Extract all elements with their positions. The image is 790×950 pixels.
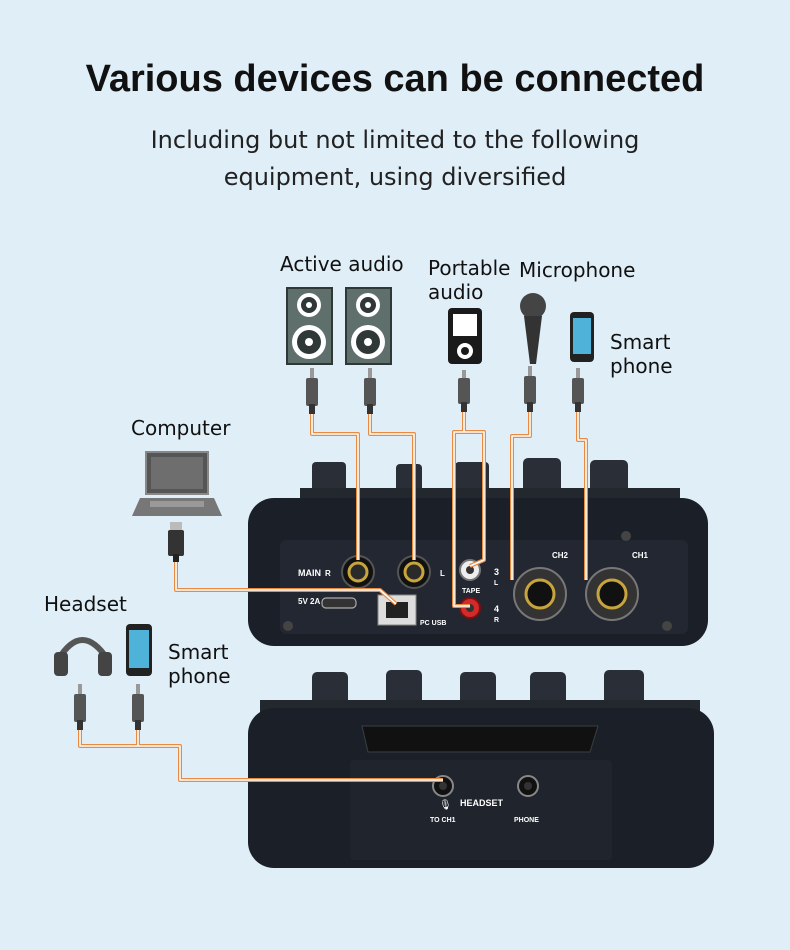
plug-usb xyxy=(168,522,184,562)
plug-smart-phone-bottom xyxy=(132,684,144,730)
plug-headset xyxy=(74,684,86,730)
plug-smart-phone-top xyxy=(572,368,584,412)
computer-label: Computer xyxy=(131,416,231,440)
ch1-label: CH1 xyxy=(632,551,649,560)
microphone-icon xyxy=(520,293,546,364)
active-audio-label: Active audio xyxy=(280,252,404,276)
front-headset-label: HEADSET xyxy=(460,798,504,808)
ch2-label: CH2 xyxy=(552,551,569,560)
ch4-sub-label: R xyxy=(494,617,499,624)
speaker-right-icon xyxy=(345,287,392,365)
headset-icon xyxy=(54,637,112,676)
portable-audio-icon xyxy=(448,308,482,364)
ch3-label: 3 xyxy=(494,567,499,577)
mic-icon: 🎙 xyxy=(439,799,452,811)
portable-audio-label: Portable audio xyxy=(428,256,510,304)
smart-phone-bottom-label-line-2: phone xyxy=(168,664,231,688)
smart-phone-bottom-label-line-1: Smart xyxy=(168,640,229,664)
plug-microphone xyxy=(524,366,536,412)
microphone-label: Microphone xyxy=(519,258,636,282)
smart-phone-bottom-label: Smart phone xyxy=(168,640,231,688)
main-l-label: L xyxy=(440,569,445,578)
smart-phone-top-label-line-1: Smart xyxy=(610,330,671,354)
plug-speaker-left xyxy=(306,368,318,414)
portable-audio-label-line-2: audio xyxy=(428,280,484,304)
smart-phone-top-label-line-2: phone xyxy=(610,354,673,378)
subtitle-line-2: equipment, using diversified xyxy=(223,163,567,191)
mixer-front-unit: HEADSET TO CH1 PHONE 🎙 xyxy=(248,670,714,868)
portable-audio-label-line-1: Portable xyxy=(428,256,511,280)
phone-label: PHONE xyxy=(514,817,539,824)
speaker-left-icon xyxy=(286,287,333,365)
ch3-sub-label: L xyxy=(494,580,499,587)
power-label: 5V 2A xyxy=(298,597,320,606)
page-title: Various devices can be connected xyxy=(85,58,705,100)
plug-portable xyxy=(458,370,470,412)
main-r-label: R xyxy=(325,569,331,578)
page-subtitle: Including but not limited to the followi… xyxy=(0,122,790,196)
smart-phone-bottom-icon xyxy=(126,624,152,676)
pc-usb-label: PC USB xyxy=(420,620,446,627)
smart-phone-top-label: Smart phone xyxy=(610,330,673,378)
main-label: MAIN xyxy=(298,568,321,578)
power-port xyxy=(321,597,357,609)
mixer-rear-unit: MAIN R L 5V 2A PC USB TAPE 3 L 4 R CH2 C… xyxy=(248,458,708,646)
headset-label: Headset xyxy=(44,592,127,616)
to-ch1-label: TO CH1 xyxy=(430,817,456,824)
tape-label: TAPE xyxy=(462,588,480,595)
ch4-label: 4 xyxy=(494,604,499,614)
smart-phone-top-icon xyxy=(570,312,594,362)
plug-speaker-right xyxy=(364,368,376,414)
computer-icon xyxy=(132,451,222,516)
subtitle-line-1: Including but not limited to the followi… xyxy=(150,126,640,154)
cables xyxy=(78,410,588,782)
plugs xyxy=(74,366,584,730)
